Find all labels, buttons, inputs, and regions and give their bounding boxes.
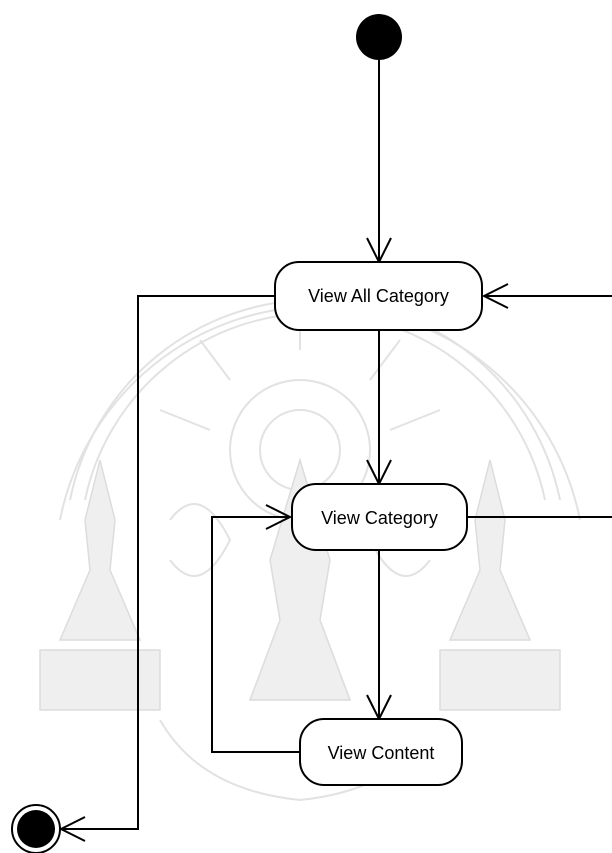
state-view-all-category: View All Category (274, 261, 483, 331)
state-view-content: View Content (299, 718, 463, 786)
flow-view-content-to-view-category (211, 516, 300, 753)
final-node (11, 804, 61, 853)
watermark-emblem (39, 298, 581, 802)
state-label-view-all-category: View All Category (308, 286, 449, 306)
state-view-category: View Category (291, 483, 468, 551)
initial-node (356, 14, 402, 60)
arrowhead (481, 283, 509, 309)
flow-view-all-category-to-final (61, 295, 275, 830)
state-label-view-category: View Category (321, 508, 438, 528)
state-label-view-content: View Content (328, 743, 435, 763)
arrowhead (265, 504, 293, 530)
